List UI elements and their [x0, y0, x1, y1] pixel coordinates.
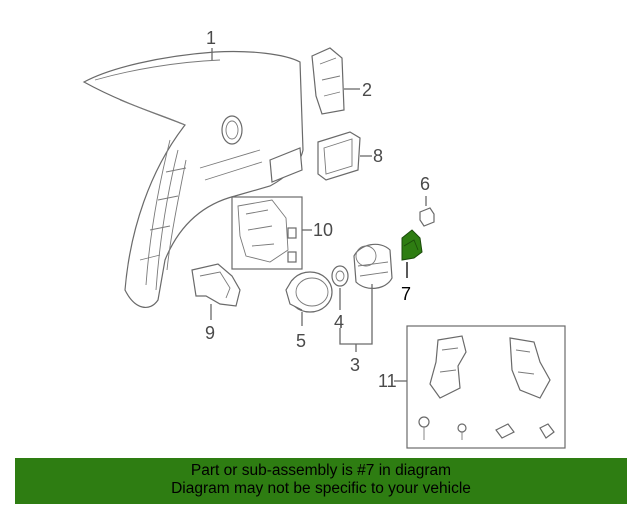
highlighted-part-7 — [401, 229, 423, 261]
small-bracket-part — [191, 263, 241, 307]
callout-1: 1 — [206, 28, 216, 48]
quarter-panel-part — [82, 50, 304, 308]
banner-line-1: Part or sub-assembly is #7 in diagram — [190, 462, 452, 479]
kit-box-part — [406, 325, 566, 449]
callout-4: 4 — [334, 312, 344, 332]
callout-5: 5 — [296, 331, 306, 351]
info-banner: Part or sub-assembly is #7 in diagram Di… — [15, 458, 627, 504]
callout-3: 3 — [350, 355, 360, 375]
fuel-door-part — [285, 271, 333, 313]
banner-line-2: Diagram may not be specific to your vehi… — [171, 480, 471, 497]
bracket-part — [311, 47, 345, 115]
callout-7: 7 — [401, 284, 411, 304]
callout-8: 8 — [373, 146, 383, 166]
filler-housing-part — [353, 243, 393, 289]
callout-9: 9 — [205, 323, 215, 343]
vent-part — [317, 131, 361, 181]
housing-part — [231, 196, 303, 270]
cap-part — [419, 207, 435, 227]
callout-2: 2 — [362, 80, 372, 100]
callout-11: 11 — [378, 371, 397, 391]
seal-ring-part — [331, 265, 349, 287]
callout-6: 6 — [420, 174, 430, 194]
callout-10: 10 — [313, 220, 333, 240]
